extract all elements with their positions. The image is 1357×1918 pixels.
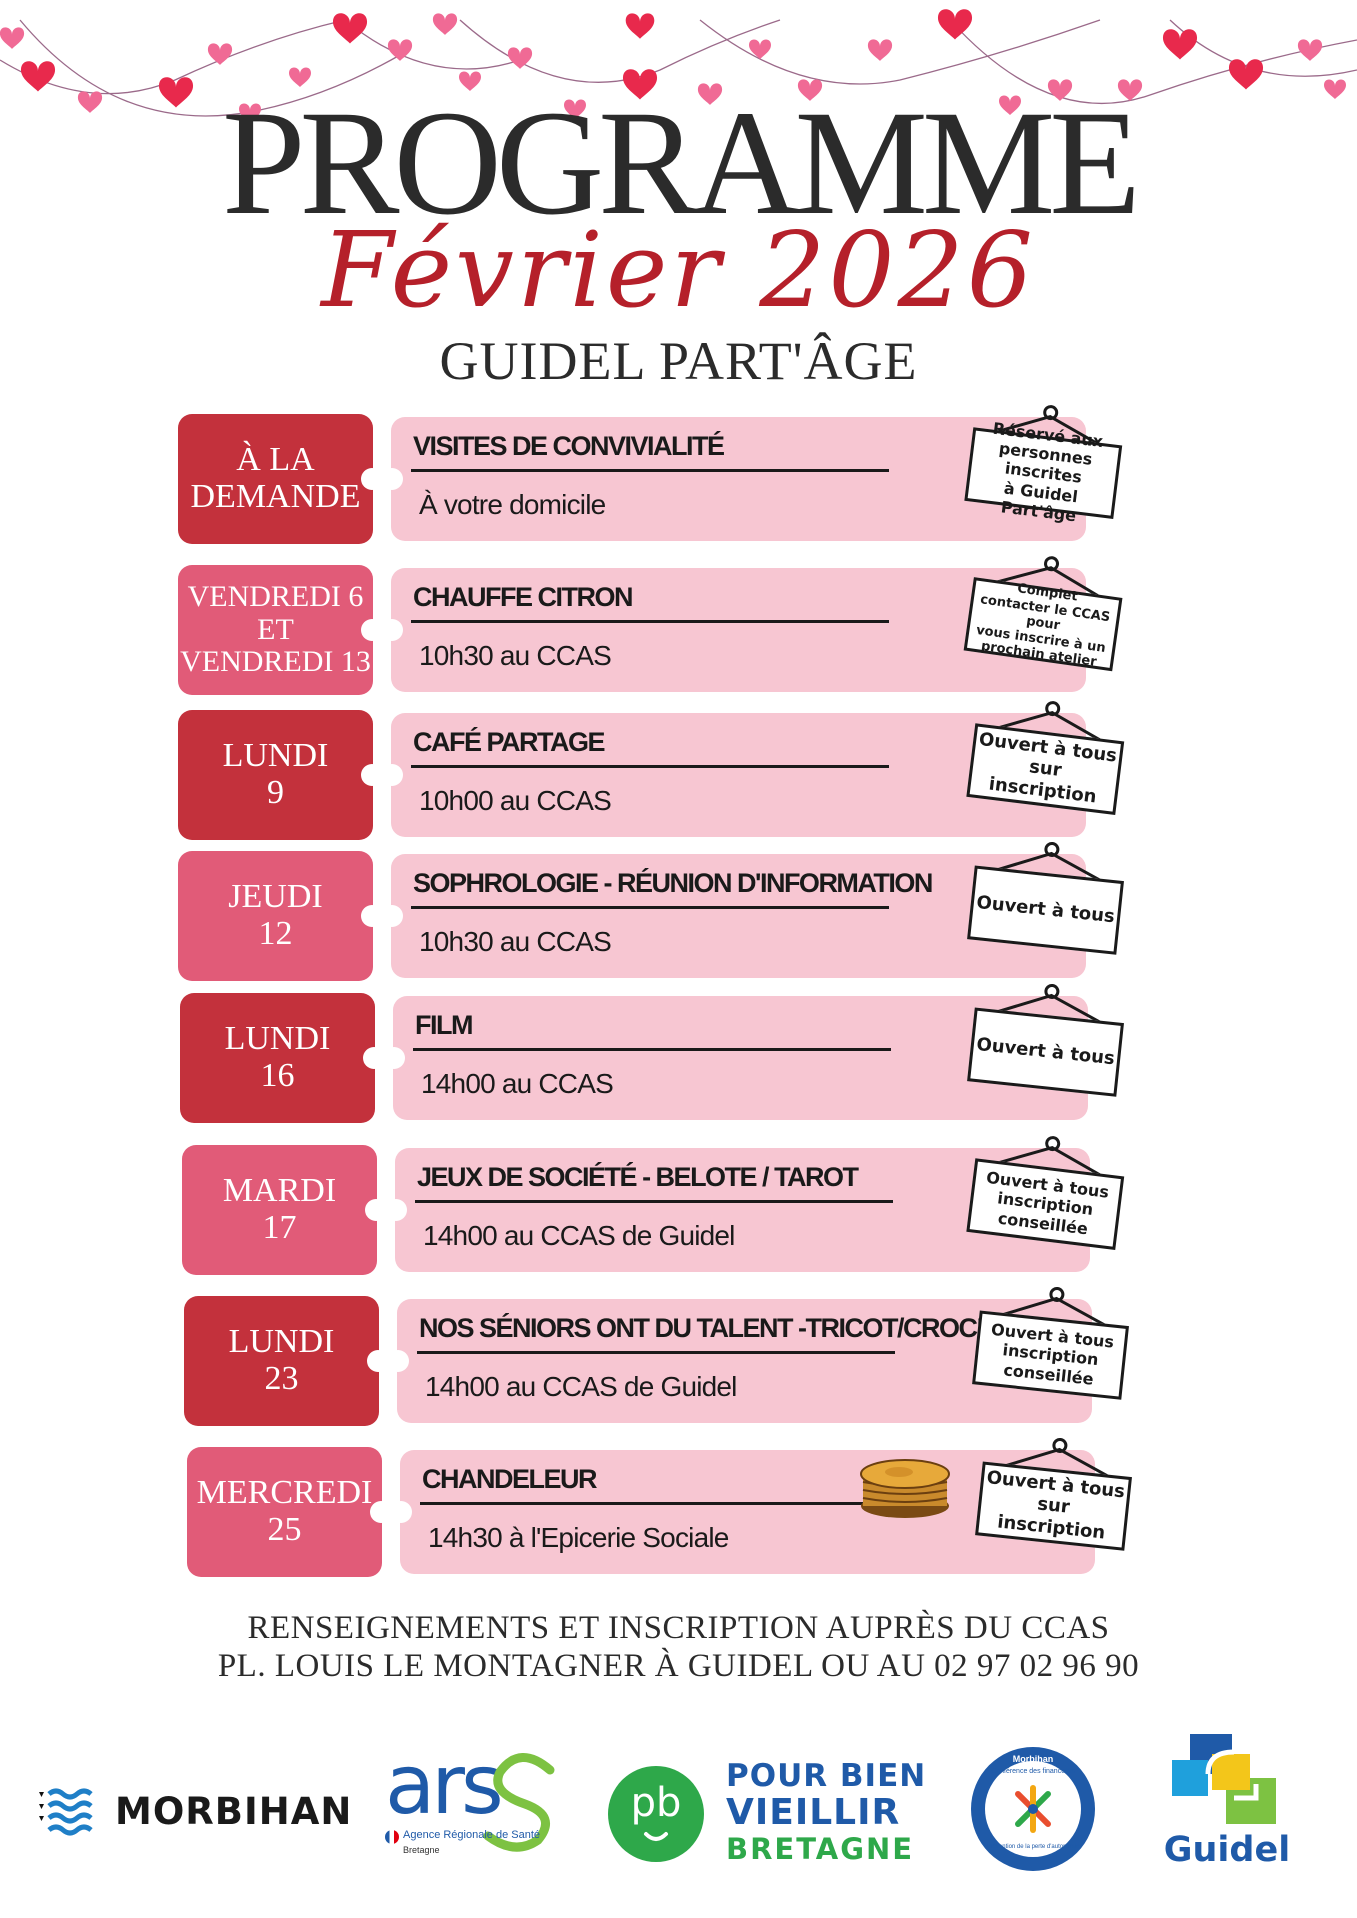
pbvb-badge-text: pb (630, 1780, 682, 1826)
event-date-box: VENDREDI 6 ET VENDREDI 13 (178, 565, 383, 695)
event-access-sign: Ouvert à tous inscription conseillée (954, 1125, 1136, 1255)
event-title-underline (420, 1502, 898, 1505)
event-title: CHANDELEUR (422, 1464, 598, 1494)
heart-garland (0, 9, 1357, 123)
event-row: JEUDI 12 SOPHROLOGIE - RÉUNION D'INFORMAT… (178, 841, 1178, 986)
footer-info-line2: PL. LOUIS LE MONTAGNER À GUIDEL OU AU 02… (217, 1648, 1140, 1684)
event-date-box: MARDI 17 (182, 1145, 387, 1275)
event-title-underline (415, 1200, 893, 1203)
event-date: MARDI 17 (222, 1172, 337, 1246)
event-access-sign: Ouvert à tous (955, 832, 1136, 959)
event-access-badge: Ouvert à tous (967, 865, 1124, 955)
event-title: JEUX DE SOCIÉTÉ - BELOTE / TAROT (417, 1162, 859, 1192)
sign-hook-icon (990, 405, 1105, 449)
event-access-sign: Complet contacter le CCAS pour vous insc… (951, 544, 1135, 677)
event-row: LUNDI 16 FILM 14h00 au CCAS Ouvert à tous (180, 983, 1180, 1128)
sign-hook-icon (991, 841, 1107, 885)
event-title-underline (413, 1048, 891, 1051)
guidel-emblem-icon (1172, 1734, 1276, 1824)
ars-subtitle: Agence Régionale de Santé (403, 1829, 540, 1841)
crepes-illustration-icon (860, 1459, 950, 1518)
month-subtitle: Février 2026 (321, 209, 1036, 331)
event-date: À LA DEMANDE (190, 441, 361, 515)
event-title: VISITES DE CONVIVIALITÉ (413, 431, 725, 461)
event-access-badge: Ouvert à tous inscription conseillée (972, 1310, 1129, 1400)
event-access-sign: Ouvert à tous inscription conseillée (960, 1277, 1141, 1404)
event-access-sign: Réservé aux personnes inscrites à Guidel… (952, 394, 1134, 525)
event-date: VENDREDI 6 ET VENDREDI 13 (180, 580, 371, 679)
event-time-place: 10h30 au CCAS (419, 640, 612, 671)
event-title: FILM (415, 1010, 473, 1040)
pbvb-line1: POUR BIEN (726, 1758, 927, 1794)
event-date: JEUDI 12 (228, 878, 323, 952)
pbvb-badge-icon: pb (608, 1766, 704, 1862)
morbihan-wordmark: MORBIHAN (115, 1790, 353, 1833)
organizer-name: GUIDEL PART'ÂGE (439, 331, 918, 391)
event-access-badge: Ouvert à tous sur inscription (975, 1461, 1132, 1551)
event-row: VENDREDI 6 ET VENDREDI 13 CHAUFFE CITRON 1… (178, 556, 1178, 700)
event-access-sign: Ouvert à tous (955, 974, 1136, 1101)
pbvb-line3: BRETAGNE (726, 1832, 915, 1866)
event-info-box: FILM 14h00 au CCAS (383, 996, 1088, 1120)
event-date: MERCREDI 25 (196, 1474, 373, 1548)
event-time-place: 10h30 au CCAS (419, 926, 612, 957)
event-date: LUNDI 9 (222, 737, 329, 811)
event-title-underline (411, 469, 889, 472)
event-row: LUNDI 23 NOS SÉNIORS ONT DU TALENT -TRICO… (184, 1286, 1184, 1431)
event-access-sign: Ouvert à tous sur inscription (954, 690, 1136, 820)
event-date-box: À LA DEMANDE (178, 414, 383, 544)
event-title: CAFÉ PARTAGE (413, 727, 606, 757)
event-row: À LA DEMANDE VISITES DE CONVIVIALITÉ À vot… (178, 405, 1178, 549)
event-access-badge: Ouvert à tous (967, 1007, 1124, 1097)
event-date-box: LUNDI 23 (184, 1296, 389, 1426)
page-title: PROGRAMME (222, 80, 1141, 246)
event-date-box: LUNDI 9 (178, 710, 383, 840)
cfppa-subtitle: Prévention de la perte d'autonomie (986, 1844, 1080, 1850)
footer-info-line1: RENSEIGNEMENTS ET INSCRIPTION AUPRÈS DU … (247, 1610, 1110, 1646)
event-title-underline (411, 620, 889, 623)
event-title: SOPHROLOGIE - RÉUNION D'INFORMATION (413, 868, 933, 898)
event-access-badge: Réservé aux personnes inscrites à Guidel… (964, 419, 1123, 525)
event-date: LUNDI 16 (224, 1020, 331, 1094)
ars-logo: ars Agence Régionale de Santé Bretagne (385, 1738, 565, 1868)
pbvb-line2: VIEILLIR (726, 1792, 901, 1833)
event-time-place: 10h00 au CCAS (419, 785, 612, 816)
pour-bien-vieillir-bretagne-logo: pb POUR BIEN VIEILLIR BRETAGNE (608, 1758, 928, 1868)
sign-hook-icon (992, 701, 1107, 745)
french-flag-icon (385, 1830, 399, 1844)
cfppa-title: Conférence des financeurs (991, 1768, 1075, 1775)
event-row: MARDI 17 JEUX DE SOCIÉTÉ - BELOTE / TAROT… (182, 1136, 1182, 1280)
sign-hook-icon (992, 1136, 1107, 1180)
event-title-underline (417, 1351, 895, 1354)
sign-hook-icon (999, 1437, 1115, 1481)
conference-financeurs-logo: Morbihan Conférence des financeurs Préve… (968, 1744, 1098, 1874)
morbihan-emblem-icon (39, 1788, 93, 1836)
sign-hook-icon (996, 1286, 1112, 1330)
sign-hook-icon (990, 556, 1105, 601)
event-date-box: JEUDI 12 (178, 851, 383, 981)
event-time-place: 14h00 au CCAS de Guidel (423, 1220, 735, 1251)
event-time-place: 14h30 à l'Epicerie Sociale (428, 1522, 729, 1553)
guidel-wordmark: Guidel (1163, 1830, 1291, 1870)
event-title-underline (411, 765, 889, 768)
event-access-sign: Ouvert à tous sur inscription (963, 1428, 1144, 1555)
event-date-box: LUNDI 16 (180, 993, 385, 1123)
morbihan-logo: MORBIHAN (35, 1784, 351, 1836)
event-row: MERCREDI 25 CHANDELEUR 14h30 à l'Epicerie … (187, 1437, 1187, 1582)
ars-region: Bretagne (403, 1845, 440, 1855)
event-title: CHAUFFE CITRON (413, 582, 633, 612)
event-time-place: 14h00 au CCAS (421, 1068, 614, 1099)
event-time-place: 14h00 au CCAS de Guidel (425, 1371, 737, 1402)
event-date: LUNDI 23 (228, 1323, 335, 1397)
event-title: NOS SÉNIORS ONT DU TALENT -TRICOT/CROCHE… (419, 1313, 1028, 1343)
event-title-underline (411, 906, 889, 909)
sign-hook-icon (991, 983, 1107, 1027)
event-time-place: À votre domicile (419, 489, 606, 520)
cfppa-top-label: Morbihan (1012, 1754, 1054, 1764)
ars-wordmark: ars (385, 1738, 504, 1833)
ars-s-swoosh-icon (483, 1753, 555, 1852)
guidel-logo: Guidel (1152, 1734, 1302, 1874)
event-date-box: MERCREDI 25 (187, 1447, 392, 1577)
